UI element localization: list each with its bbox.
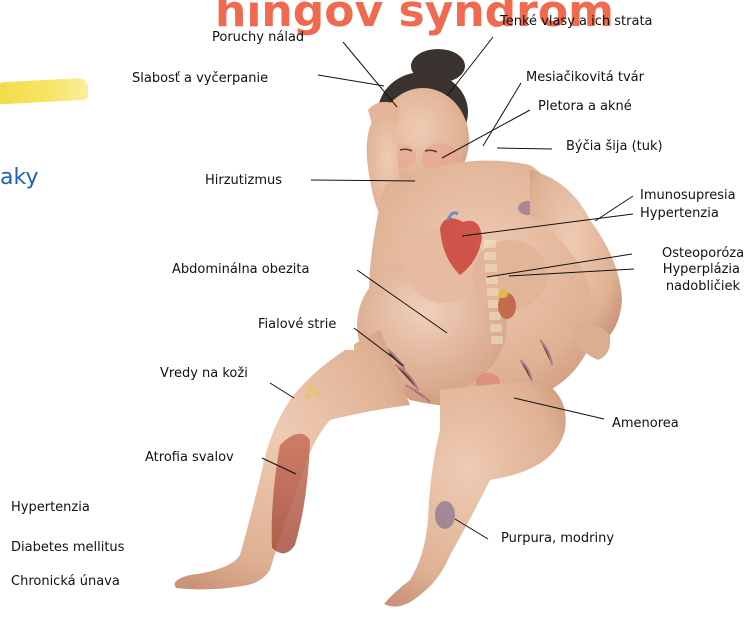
label-pletora: Pletora a akné — [538, 99, 632, 115]
right-leg — [384, 380, 566, 607]
label-amenorea: Amenorea — [612, 416, 679, 432]
list-item: Hypertenzia — [11, 500, 90, 515]
list-item: Chronická únava — [11, 574, 120, 589]
label-mesiacikovita-tvar: Mesiačikovitá tvár — [526, 70, 644, 86]
label-hirzutizmus: Hirzutizmus — [205, 173, 282, 189]
label-slabost: Slabosť a vyčerpanie — [132, 71, 268, 87]
label-purpura: Purpura, modriny — [501, 531, 614, 547]
mask-patch — [272, 201, 312, 215]
label-abdominalna-obezita: Abdominálna obezita — [172, 262, 309, 278]
label-osteoporoza: Osteoporóza — [662, 246, 744, 262]
label-bycia-sija: Býčia šija (tuk) — [566, 139, 663, 155]
list-item: Diabetes mellitus — [11, 540, 124, 555]
label-hyperplazia-line2: nadobličiek — [656, 279, 740, 295]
label-tenke-vlasy: Tenké vlasy a ich strata — [500, 14, 653, 30]
label-vredy-na-kozi: Vredy na koži — [160, 366, 248, 382]
label-hyperplazia-line1: Hyperplázia — [656, 262, 740, 278]
label-poruchy-nalad: Poruchy nálad — [212, 30, 304, 46]
label-imunosupresia: Imunosupresia — [640, 188, 736, 204]
label-fialove-strie: Fialové strie — [258, 317, 336, 333]
label-hypertenzia-figure: Hypertenzia — [640, 206, 719, 222]
label-atrofia-svalov: Atrofia svalov — [145, 450, 234, 466]
